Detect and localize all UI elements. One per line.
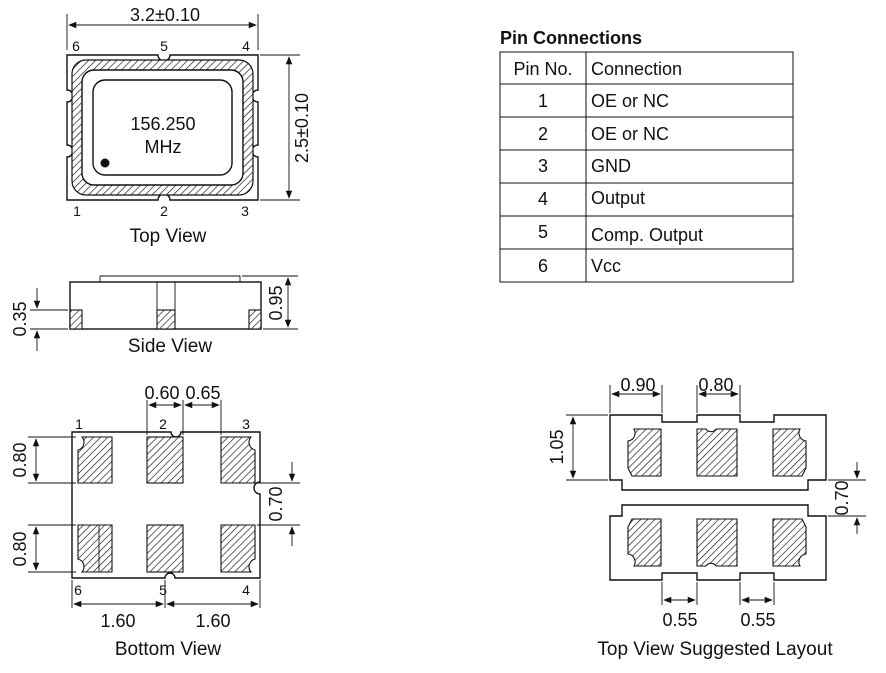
frequency-unit: MHz bbox=[145, 137, 182, 157]
layout-pad-3 bbox=[772, 428, 807, 477]
bottom-center-gap-dimension: 0.70 bbox=[266, 486, 286, 521]
pin-connections-table: Pin Connections Pin No. Connection 1 OE … bbox=[499, 28, 794, 283]
layout-height-dimension: 1.05 bbox=[547, 429, 567, 464]
pin-table-row-pin: 4 bbox=[538, 189, 548, 209]
pin1-dot bbox=[100, 158, 110, 168]
layout-width-top-dimension: 0.90 bbox=[620, 375, 655, 395]
side-left-dimension: 0.35 bbox=[10, 301, 30, 336]
layout-width-right-dimension: 0.80 bbox=[698, 375, 733, 395]
top-width-dimension: 3.2±0.10 bbox=[130, 5, 200, 25]
top-height-dimension: 2.5±0.10 bbox=[292, 93, 312, 163]
layout-caption: Top View Suggested Layout bbox=[597, 639, 833, 660]
bottom-pad-height-top-dimension: 0.80 bbox=[10, 442, 30, 477]
frequency-label: 156.250 bbox=[130, 114, 195, 134]
bottom-pin-4: 4 bbox=[242, 582, 250, 598]
bottom-pad-3 bbox=[220, 436, 256, 484]
bottom-pad-6 bbox=[77, 524, 113, 573]
top-pin-1: 1 bbox=[73, 203, 81, 219]
side-view: 0.35 0.95 Side View bbox=[10, 275, 298, 357]
top-view: 3.2±0.10 156.250 MHz 2.5±0.10 6 5 4 1 2 … bbox=[66, 5, 312, 247]
top-pin-3: 3 bbox=[241, 203, 249, 219]
bottom-pin-1: 1 bbox=[75, 416, 83, 432]
bottom-pad-2 bbox=[146, 436, 184, 484]
pin-table-row-pin: 3 bbox=[538, 156, 548, 176]
pin-table-row-connection: Comp. Output bbox=[591, 225, 703, 245]
pin-table-header-pin: Pin No. bbox=[513, 59, 572, 79]
suggested-layout: 0.90 0.80 1.05 0.70 0.55 0.55 Top View S… bbox=[547, 375, 866, 660]
bottom-pitch-right-dimension: 1.60 bbox=[195, 611, 230, 631]
top-pin-5: 5 bbox=[160, 38, 168, 54]
layout-pad-4 bbox=[772, 518, 807, 567]
bottom-pad-height-bottom-dimension: 0.80 bbox=[10, 531, 30, 566]
bottom-pad-width-dimension: 0.60 bbox=[144, 383, 179, 403]
side-terminal-left bbox=[69, 309, 83, 330]
bottom-pad-gap-dimension: 0.65 bbox=[185, 383, 220, 403]
side-terminal-right bbox=[248, 309, 262, 330]
pin-table-row-connection: Vcc bbox=[591, 256, 621, 276]
layout-pad-6 bbox=[627, 518, 662, 567]
pin-table-row-connection: GND bbox=[591, 156, 631, 176]
side-view-caption: Side View bbox=[128, 336, 212, 357]
pin-table-row-pin: 6 bbox=[538, 256, 548, 276]
bottom-pad-1 bbox=[77, 436, 113, 484]
top-pin-2: 2 bbox=[160, 203, 168, 219]
pin-table-row-pin: 5 bbox=[538, 222, 548, 242]
top-pin-4: 4 bbox=[242, 38, 250, 54]
pin-table-row-connection: Output bbox=[591, 188, 645, 208]
layout-bottom-right-dimension: 0.55 bbox=[740, 610, 775, 630]
bottom-pin-5: 5 bbox=[159, 582, 167, 598]
side-right-dimension: 0.95 bbox=[266, 285, 286, 320]
bottom-pitch-left-dimension: 1.60 bbox=[100, 611, 135, 631]
pin-table-row-pin: 2 bbox=[538, 124, 548, 144]
pin-table-header-connection: Connection bbox=[591, 59, 682, 79]
pin-table-row-connection: OE or NC bbox=[591, 124, 669, 144]
bottom-pad-5 bbox=[146, 524, 184, 573]
bottom-view-caption: Bottom View bbox=[115, 639, 222, 660]
top-view-caption: Top View bbox=[130, 226, 207, 247]
bottom-pin-2: 2 bbox=[159, 416, 167, 432]
layout-gap-dimension: 0.70 bbox=[832, 480, 852, 515]
pin-table-row-connection: OE or NC bbox=[591, 91, 669, 111]
lid bbox=[92, 79, 233, 176]
bottom-pin-6: 6 bbox=[74, 582, 82, 598]
bottom-view: 1 2 3 6 5 4 0.60 0.65 0.80 0.80 0.70 bbox=[10, 383, 300, 660]
bottom-pad-4 bbox=[220, 524, 256, 573]
layout-pad-5 bbox=[696, 518, 738, 567]
bottom-pin-3: 3 bbox=[242, 416, 250, 432]
layout-bottom-left-dimension: 0.55 bbox=[662, 610, 697, 630]
pin-table-row-pin: 1 bbox=[538, 91, 548, 111]
side-terminal-center bbox=[156, 309, 176, 330]
layout-pad-1 bbox=[627, 428, 662, 477]
pin-table-title: Pin Connections bbox=[500, 28, 642, 48]
layout-pad-2 bbox=[696, 428, 738, 477]
top-pin-6: 6 bbox=[72, 38, 80, 54]
